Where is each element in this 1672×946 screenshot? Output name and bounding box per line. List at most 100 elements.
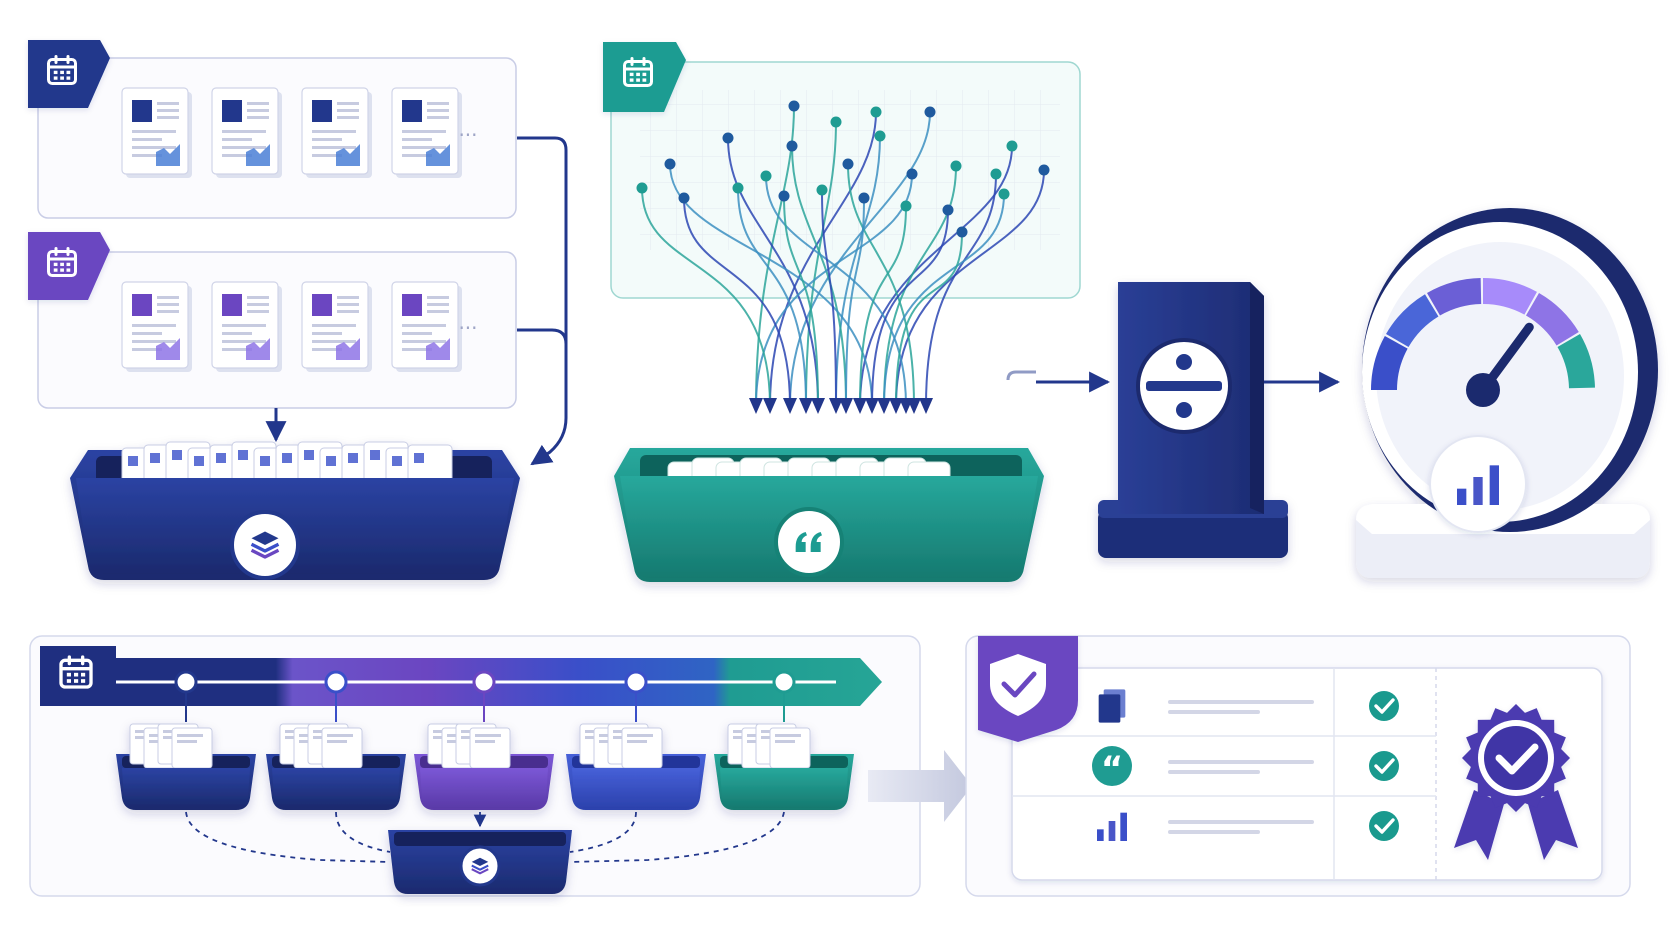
flow-line <box>883 165 957 407</box>
embedding-point <box>760 170 772 182</box>
embedding-point <box>636 182 648 194</box>
flow-line <box>845 197 865 407</box>
embedding-point <box>906 168 918 180</box>
flow-line <box>683 197 791 407</box>
timeline-stage <box>266 670 406 810</box>
flow-arrowhead <box>853 398 867 414</box>
calendar-tag-1 <box>28 40 110 108</box>
flow-arrowhead <box>889 398 903 414</box>
embedding-point <box>998 188 1010 200</box>
flow-line <box>883 193 1005 407</box>
quote-tray: ••• <box>614 448 1044 582</box>
more-documents-ellipsis: ··· <box>458 123 477 147</box>
row-placeholder-line <box>1168 710 1260 714</box>
embedding-point <box>990 168 1002 180</box>
flow-line <box>789 111 931 407</box>
row-placeholder-line <box>1168 760 1314 764</box>
shield-tag <box>978 636 1078 742</box>
flow-line <box>737 187 807 407</box>
flow-arrowhead <box>839 398 853 414</box>
flow-arrowhead <box>865 398 879 414</box>
validation-row <box>1097 811 1399 841</box>
validation-row <box>1012 689 1436 737</box>
gauge <box>1356 208 1658 578</box>
document-tray <box>70 441 520 580</box>
gauge-scale <box>1371 278 1595 390</box>
embedding-point <box>950 160 962 172</box>
embedding-point <box>664 158 676 170</box>
embedding-point <box>924 106 936 118</box>
embedding-panel: ••• <box>603 42 1081 582</box>
flow-arrowhead <box>919 398 933 414</box>
connector-arrow <box>517 136 568 466</box>
flow-line <box>805 121 837 407</box>
embedding-point <box>1038 164 1050 176</box>
flow-line <box>821 189 837 407</box>
award-badge-icon <box>1454 704 1578 860</box>
validation-panel: “ <box>965 635 1631 897</box>
embedding-point <box>722 132 734 144</box>
row-placeholder-line <box>1168 820 1314 824</box>
embedding-point <box>816 184 828 196</box>
stage-tray <box>414 723 554 810</box>
flow-line <box>895 231 963 407</box>
calendar-tag-2 <box>28 232 110 300</box>
check-circle-icon <box>1369 691 1399 721</box>
quote-icon: “ <box>1101 749 1123 789</box>
document-card <box>121 87 192 178</box>
document-row-1 <box>121 87 462 178</box>
embedding-point <box>842 158 854 170</box>
timeline-stages <box>116 670 854 810</box>
timeline-node <box>624 670 648 694</box>
flow-arrowhead <box>783 398 797 414</box>
check-circle-icon <box>1369 811 1399 841</box>
flow-line <box>925 173 997 407</box>
timeline-stage <box>566 670 706 810</box>
document-row-2 <box>121 281 462 372</box>
row-placeholder-line <box>1168 770 1260 774</box>
flow-line <box>641 187 771 407</box>
stage-tray <box>266 723 406 810</box>
embedding-point <box>1006 140 1018 152</box>
document-card <box>301 87 372 178</box>
flow-arrowhead <box>811 398 825 414</box>
document-card <box>391 281 462 372</box>
timeline-stage <box>714 670 854 810</box>
flow-line <box>755 105 795 407</box>
flow-line <box>859 145 1013 407</box>
timeline-node <box>772 670 796 694</box>
embedding-point <box>788 100 800 112</box>
flow-arrowhead <box>877 398 891 414</box>
embedding-point <box>900 200 912 212</box>
stage-tray <box>116 723 256 810</box>
gauge-segment <box>1371 336 1408 390</box>
flow-line <box>859 205 907 407</box>
embedding-point <box>786 140 798 152</box>
document-card <box>301 281 372 372</box>
flow-line <box>783 195 819 407</box>
gauge-segment <box>1557 334 1595 389</box>
more-documents-ellipsis: ··· <box>458 316 477 340</box>
embedding-point <box>732 182 744 194</box>
timeline-node <box>174 670 198 694</box>
embedding-flow-lines <box>641 105 1045 414</box>
validation-row: “ <box>1012 746 1436 797</box>
timeline-panel <box>29 635 972 897</box>
gauge-segment <box>1483 278 1537 315</box>
embedding-point <box>942 204 954 216</box>
flow-line <box>791 145 847 407</box>
timeline-node <box>324 670 348 694</box>
shield-check-icon <box>990 654 1046 716</box>
embedding-points <box>636 100 1050 238</box>
divide-glyph-label: ÷ <box>0 0 1 1</box>
validation-checklist: “ <box>1012 689 1436 841</box>
stage-tray <box>714 723 854 810</box>
row-placeholder-line <box>1168 700 1314 704</box>
flow-arrow <box>868 750 972 822</box>
document-card <box>391 87 462 178</box>
connector-line <box>517 328 568 345</box>
merged-tray <box>388 830 572 894</box>
embedding-point <box>870 106 882 118</box>
